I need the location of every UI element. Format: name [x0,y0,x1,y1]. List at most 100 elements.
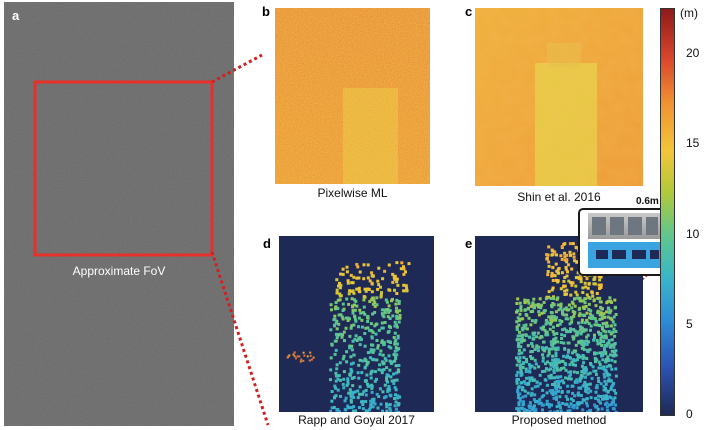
panel-e-point [545,391,549,395]
panel-e-point [599,305,603,309]
panel-d-point [350,393,354,396]
panel-e-point [562,354,566,358]
panel-d-point [286,356,289,359]
panel-e-point [602,365,606,369]
panel-d-point [394,309,398,313]
panel-d-point [336,298,340,302]
panel-d-point [359,338,363,342]
panel-e-point [516,297,520,301]
panel-e-point [575,380,579,384]
panel-e-point [545,367,548,371]
panel-e-point [571,384,575,388]
panel-e-point [563,284,567,288]
panel-e-point [563,307,567,311]
panel-d-point [339,272,343,276]
panel-d-point [384,308,388,312]
panel-e-point [526,344,530,348]
panel-e-point [604,382,608,386]
panel-d-point [330,342,334,346]
panel-e-point [515,381,519,385]
panel-e-point [562,279,566,283]
panel-d-point [396,336,400,340]
panel-e-point [555,366,559,370]
panel-e-point [595,384,599,388]
panel-e-point [608,403,612,407]
panel-e-point [558,404,562,408]
panel-e-point [534,362,538,366]
panel-e-point [598,351,602,355]
panel-d-point [353,303,356,307]
panel-e-point [568,250,572,254]
panel-e-point [608,373,612,377]
panel-d-point [388,407,392,411]
panel-e-point [585,401,589,405]
panel-d-point [366,276,370,280]
panel-d-point [338,298,342,302]
panel-d-point [368,356,372,360]
panel-d-point [387,310,391,314]
panel-e-point [594,373,598,376]
panel-e-point [557,271,560,275]
panel-e-point [600,340,604,344]
panel-d-point [355,339,359,342]
panel-e-point [526,307,530,311]
panel-e-point [604,334,608,338]
panel-d-point [383,383,387,387]
panel-e-point [520,381,524,385]
panel-d-point [353,390,357,394]
panel-e-point [571,399,575,403]
panel-d-point [348,346,352,350]
panel-e-point [539,306,543,310]
panel-d-point [380,312,384,316]
panel-e-point [549,311,553,314]
panel-e-point [588,371,592,375]
panel-d-point [366,263,370,267]
panel-e-point [567,348,571,352]
panel-d-point [395,378,399,382]
panel-e-point [553,250,557,254]
panel-e-point [518,397,522,400]
panel-e-point [546,270,550,273]
panel-d-point [350,376,354,380]
panel-e-point [551,279,555,282]
panel-d-point [348,334,352,338]
panel-d-point [407,262,411,266]
panel-e-point [592,338,596,342]
panel-e-point [516,316,520,320]
panel-e-point [552,295,555,299]
panel-d-point [334,339,338,343]
panel-e-point [576,371,579,375]
panel-d-point [353,337,357,341]
panel-d-point [369,403,373,407]
panel-e-point [525,357,528,361]
panel-e-point [606,299,610,303]
panel-e-point [515,310,518,314]
panel-e-point [546,273,550,277]
panel-e-point [516,345,520,349]
panel-e-point [517,348,521,352]
panel-e-point [589,362,592,365]
panel-d-point [337,284,340,288]
panel-e-point [581,408,585,412]
panel-e-point [604,360,608,364]
panel-e-point [571,363,575,367]
panel-d-point [366,320,370,323]
panel-d-point [334,371,338,375]
panel-e-point [564,265,568,269]
panel-e-point [554,390,558,394]
panel-e-point [585,277,589,281]
panel-d-point [366,410,370,412]
panel-d-point [398,313,402,317]
panel-e-point [589,324,593,328]
panel-d-point [348,289,352,293]
panel-d-point [370,329,374,333]
panel-e-point [518,359,522,363]
panel-e-point [527,381,530,385]
panel-e-point [551,330,555,334]
panel-e-point [553,340,557,344]
panel-e-point [574,290,578,294]
panel-e-point [516,358,520,362]
panel-e-point [567,279,571,283]
panel-e-point [528,406,532,410]
panel-e-point [564,363,568,367]
